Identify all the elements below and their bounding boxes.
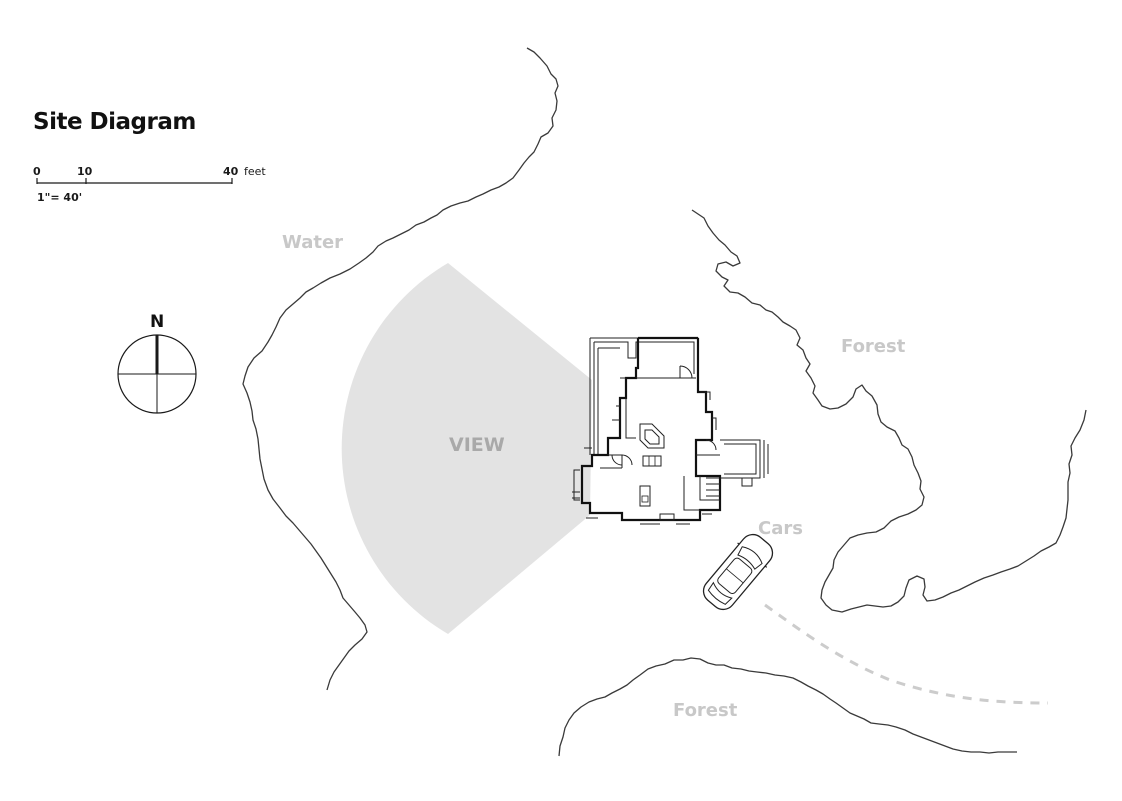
scale-unit: feet xyxy=(244,165,266,178)
car-icon xyxy=(702,533,774,611)
view-cone xyxy=(341,263,592,634)
forest-east-edge xyxy=(691,209,1087,613)
forest-south-edge xyxy=(558,657,1017,757)
view-label: VIEW xyxy=(449,434,505,456)
scale-tick-10: 10 xyxy=(77,165,93,178)
scale-tick-0: 0 xyxy=(33,165,41,178)
water-label: Water xyxy=(282,232,343,253)
cars-label: Cars xyxy=(758,518,803,539)
scale-tick-40: 40 xyxy=(223,165,239,178)
scale-ratio: 1"= 40' xyxy=(37,191,82,204)
forest-south-label: Forest xyxy=(673,700,738,721)
north-label: N xyxy=(150,312,164,332)
house-floor-plan xyxy=(572,336,769,525)
page-title: Site Diagram xyxy=(33,109,196,135)
north-compass-icon: N xyxy=(117,312,197,414)
water-shoreline xyxy=(242,47,559,691)
driveway-path xyxy=(764,603,1049,705)
forest-east-label: Forest xyxy=(841,336,906,357)
scale-bar: 0 10 40 feet 1"= 40' xyxy=(33,165,266,204)
